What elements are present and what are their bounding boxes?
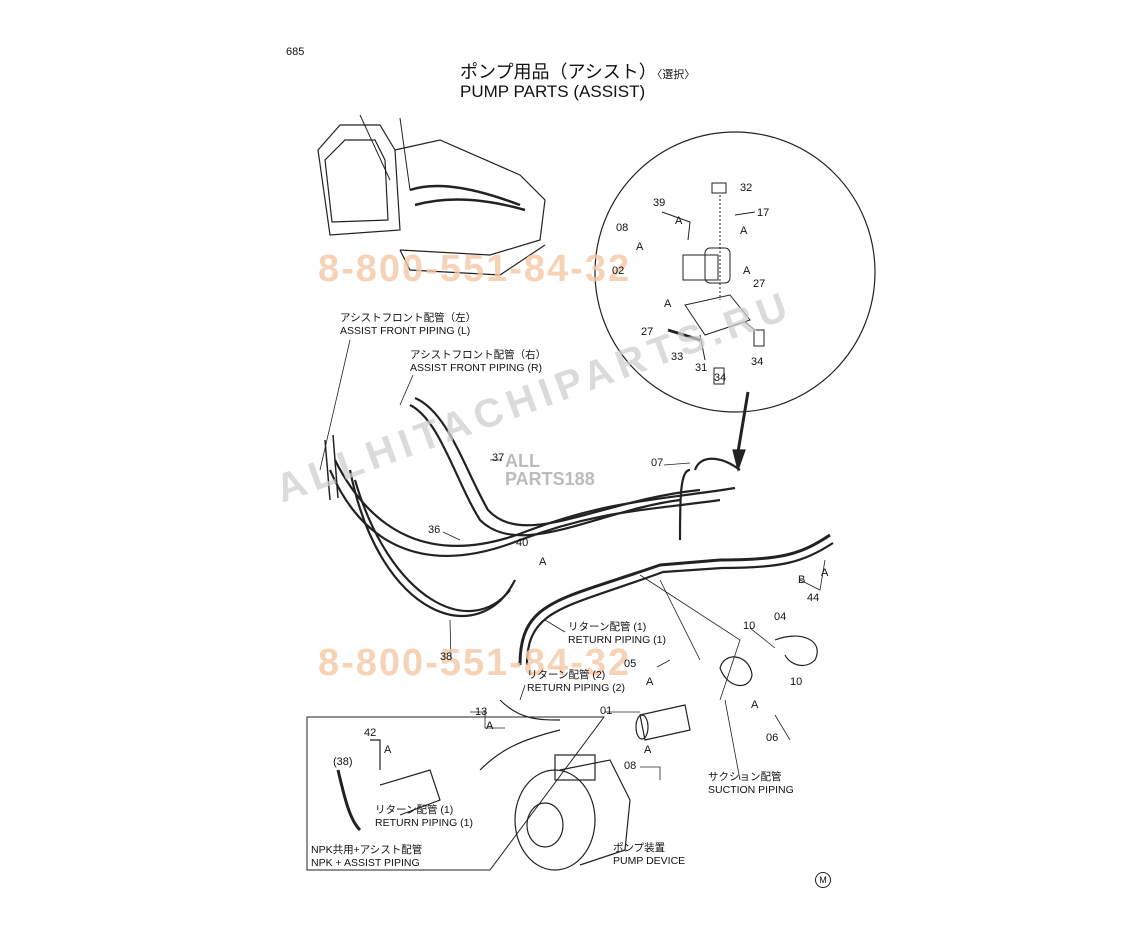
callout: 06 (766, 732, 779, 744)
callout: 44 (807, 592, 820, 604)
title-en: PUMP PARTS (ASSIST) (460, 82, 646, 101)
callout: 08 (616, 222, 629, 234)
label-jp: リターン配管 (1) (568, 621, 647, 633)
detail-circle (594, 131, 876, 413)
callout: 36 (428, 524, 441, 536)
callout: 33 (671, 351, 684, 363)
callout: 04 (774, 611, 787, 623)
ref-a: A (636, 241, 644, 253)
callout: 01 (600, 705, 613, 717)
callout: 10 (743, 620, 756, 632)
ref-a: A (646, 676, 654, 688)
ref-a: A (664, 298, 672, 310)
label-inset-return-piping-1: リターン配管 (1)RETURN PIPING (1) (375, 804, 473, 830)
callout: 07 (651, 457, 664, 469)
npk-inset-box (306, 716, 605, 871)
ref-a: A (486, 720, 494, 732)
label-jp: NPK共用+アシスト配管 (311, 844, 423, 856)
callout: 31 (695, 362, 708, 374)
callout: (38) (333, 756, 353, 768)
callout: 08 (624, 760, 637, 772)
logo-bottom: PARTS188 (505, 469, 595, 489)
callout: 05 (624, 658, 637, 670)
excavator-illustration (317, 114, 546, 276)
phone-watermark: 8-800-551-84-32 (318, 642, 632, 684)
m-mark: M (815, 872, 831, 888)
callout: 39 (653, 197, 666, 209)
callout: 13 (475, 706, 488, 718)
label-assist-front-r: アシストフロント配管（右）ASSIST FRONT PIPING (R) (410, 349, 546, 375)
label-en: ASSIST FRONT PIPING (R) (410, 362, 543, 374)
valve-assembly (661, 182, 765, 385)
label-return-piping-2: リターン配管 (2)RETURN PIPING (2) (527, 669, 625, 695)
ref-b: B (798, 574, 806, 586)
label-en: NPK + ASSIST PIPING (311, 857, 420, 869)
leader-lines (319, 339, 826, 781)
callout: 02 (612, 265, 625, 277)
hoses (324, 396, 834, 666)
ref-a: A (743, 265, 751, 277)
label-return-piping-1: リターン配管 (1)RETURN PIPING (1) (568, 621, 666, 647)
callout: 34 (751, 356, 764, 368)
logo-top: ALL (505, 451, 540, 471)
title-jp-text: ポンプ用品（アシスト） (460, 62, 657, 83)
callout: 37 (492, 452, 505, 464)
phone-watermark: 8-800-551-84-32 (318, 248, 632, 290)
callout: 32 (740, 182, 753, 194)
page-number: 685 (286, 46, 305, 58)
title-jp: ポンプ用品（アシスト）〈選択〉 (460, 58, 695, 84)
ref-a: A (751, 699, 759, 711)
ref-a: A (821, 567, 829, 579)
label-en: RETURN PIPING (1) (375, 817, 474, 829)
callout: 38 (440, 651, 453, 663)
label-en: ASSIST FRONT PIPING (L) (340, 325, 471, 337)
ref-a: A (740, 225, 748, 237)
label-jp: リターン配管 (1) (375, 804, 454, 816)
callout: 17 (757, 207, 770, 219)
callout: 40 (516, 537, 529, 549)
label-jp: アシストフロント配管（左） (340, 312, 477, 324)
ref-a: A (384, 744, 392, 756)
callout: 34 (714, 372, 727, 384)
detail-pointer (736, 391, 750, 453)
ref-a: A (539, 556, 547, 568)
label-en: PUMP DEVICE (613, 855, 686, 867)
title-jp-suffix: 〈選択〉 (656, 68, 696, 81)
label-en: RETURN PIPING (1) (568, 634, 667, 646)
label-jp: リターン配管 (2) (527, 669, 606, 681)
label-jp: サクション配管 (708, 771, 782, 783)
ref-a: A (675, 215, 683, 227)
label-jp: アシストフロント配管（右） (410, 349, 547, 361)
callout: 10 (790, 676, 803, 688)
label-jp: ポンプ装置 (613, 842, 666, 854)
ref-a: A (644, 744, 652, 756)
label-en: RETURN PIPING (2) (527, 682, 626, 694)
callout: 27 (753, 278, 766, 290)
label-en: SUCTION PIPING (708, 784, 794, 796)
label-assist-front-l: アシストフロント配管（左）ASSIST FRONT PIPING (L) (340, 312, 476, 338)
callout: 42 (364, 727, 377, 739)
callout: 27 (641, 326, 654, 338)
